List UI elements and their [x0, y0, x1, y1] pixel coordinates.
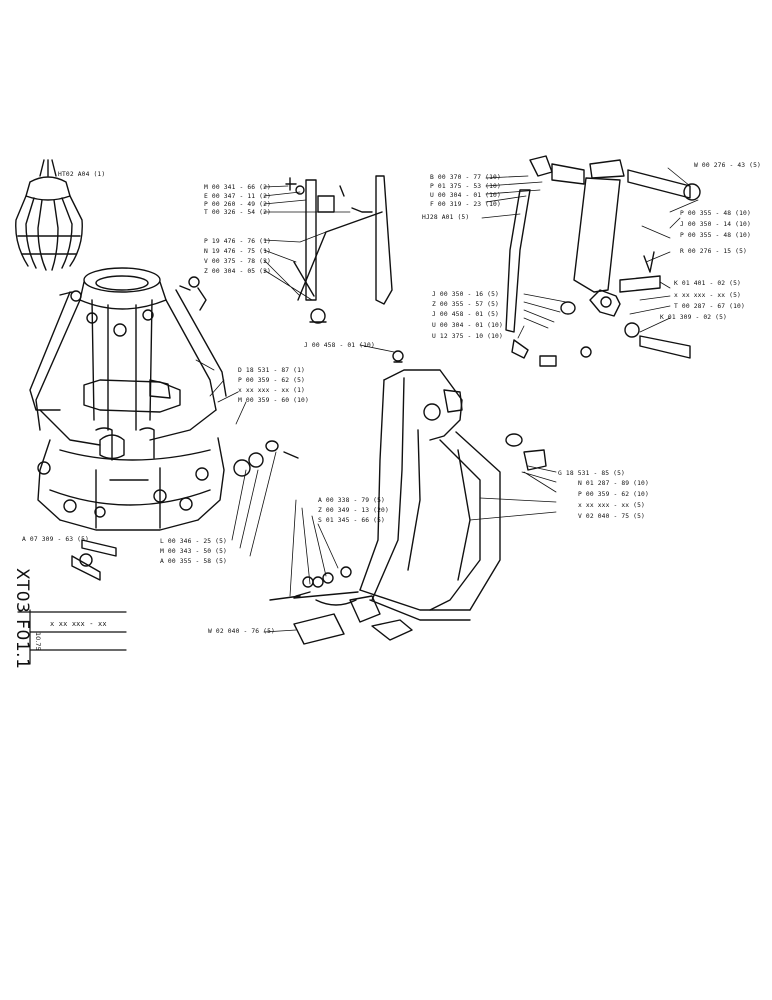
label-p00355-48-a: P 00 355 - 48 (10)	[680, 210, 751, 217]
label-k01309-02: K 01 309 - 02 (5)	[660, 314, 727, 321]
label-u00304-01-b: U 00 304 - 01 (10)	[432, 322, 503, 329]
label-hj28-a01: HJ28 A01 (5)	[422, 214, 470, 221]
drawing-code: XT03 F01.1	[12, 568, 32, 670]
leader-lines	[195, 167, 699, 633]
label-z00304-05: Z 00 304 - 05 (2)	[204, 268, 271, 275]
label-w00276-43: W 00 276 - 43 (5)	[694, 162, 761, 169]
label-j00458-01-a: J 00 458 - 01 (10)	[304, 342, 375, 349]
label-xxxxx-1: x xx xxx - xx (1)	[238, 387, 305, 394]
label-p01375-53: P 01 375 - 53 (10)	[430, 183, 501, 190]
label-d18531-87: D 18 531 - 87 (1)	[238, 367, 305, 374]
label-v02040-75: V 02 040 - 75 (5)	[578, 513, 645, 520]
label-u00304-01-a: U 00 304 - 01 (10)	[430, 192, 501, 199]
hydraulic-cylinder	[505, 155, 701, 367]
label-a00355-58: A 00 355 - 58 (5)	[160, 558, 227, 565]
label-w02040-76: W 02 040 - 76 (5)	[208, 628, 275, 635]
label-f00319-23: F 00 319 - 23 (10)	[430, 201, 501, 208]
drawing-date: 10.75	[34, 632, 42, 651]
grab-body	[29, 267, 299, 581]
label-j00350-16: J 00 350 - 16 (5)	[432, 291, 499, 298]
grab-jaw	[269, 369, 547, 645]
reference-number: x xx xxx - xx	[50, 620, 107, 628]
label-b00370-77: B 00 370 - 77 (10)	[430, 174, 501, 181]
label-z00349-13: Z 00 349 - 13 (20)	[318, 507, 389, 514]
label-u12375-10: U 12 375 - 10 (10)	[432, 333, 503, 340]
label-a00338-79: A 00 338 - 79 (5)	[318, 497, 385, 504]
label-a07309-63: A 07 309 - 63 (5)	[22, 536, 89, 543]
label-t00326-54: T 00 326 - 54 (2)	[204, 209, 271, 216]
label-j00350-14: J 00 350 - 14 (10)	[680, 221, 751, 228]
label-s01345-66: S 01 345 - 66 (5)	[318, 517, 385, 524]
label-t00287-67: T 00 287 - 67 (10)	[674, 303, 745, 310]
label-xxxxx-5-a: x xx xxx - xx (5)	[674, 292, 741, 299]
label-p00260-49: P 00 260 - 49 (2)	[204, 201, 271, 208]
label-j00458-01-b: J 00 458 - 01 (5)	[432, 311, 499, 318]
link-parts	[285, 175, 404, 363]
label-p00355-48-b: P 00 355 - 48 (10)	[680, 232, 751, 239]
label-m00343-50: M 00 343 - 50 (5)	[160, 548, 227, 555]
label-n01287-89: N 01 287 - 89 (10)	[578, 480, 649, 487]
title-block-frame	[17, 609, 127, 665]
label-n19476-75: N 19 476 - 75 (1)	[204, 248, 271, 255]
label-v00375-78: V 00 375 - 78 (2)	[204, 258, 271, 265]
label-e00347-11: E 00 347 - 11 (2)	[204, 193, 271, 200]
label-l00346-25: L 00 346 - 25 (5)	[160, 538, 227, 545]
label-ht02-a04: HT02 A04 (1)	[58, 171, 106, 178]
label-xxxxx-5-b: x xx xxx - xx (5)	[578, 502, 645, 509]
label-p19476-76: P 19 476 - 76 (1)	[204, 238, 271, 245]
label-m00341-66: M 00 341 - 66 (2)	[204, 184, 271, 191]
label-p00359-62-b: P 00 359 - 62 (10)	[578, 491, 649, 498]
label-z00355-57: Z 00 355 - 57 (5)	[432, 301, 499, 308]
label-r00276-15: R 00 276 - 15 (5)	[680, 248, 747, 255]
mini-grab-figure	[15, 159, 83, 271]
label-k01401-02: K 01 401 - 02 (5)	[674, 280, 741, 287]
label-p00359-62-a: P 00 359 - 62 (5)	[238, 377, 305, 384]
label-g18531-85: G 18 531 - 85 (5)	[558, 470, 625, 477]
label-m00359-60: M 00 359 - 60 (10)	[238, 397, 309, 404]
